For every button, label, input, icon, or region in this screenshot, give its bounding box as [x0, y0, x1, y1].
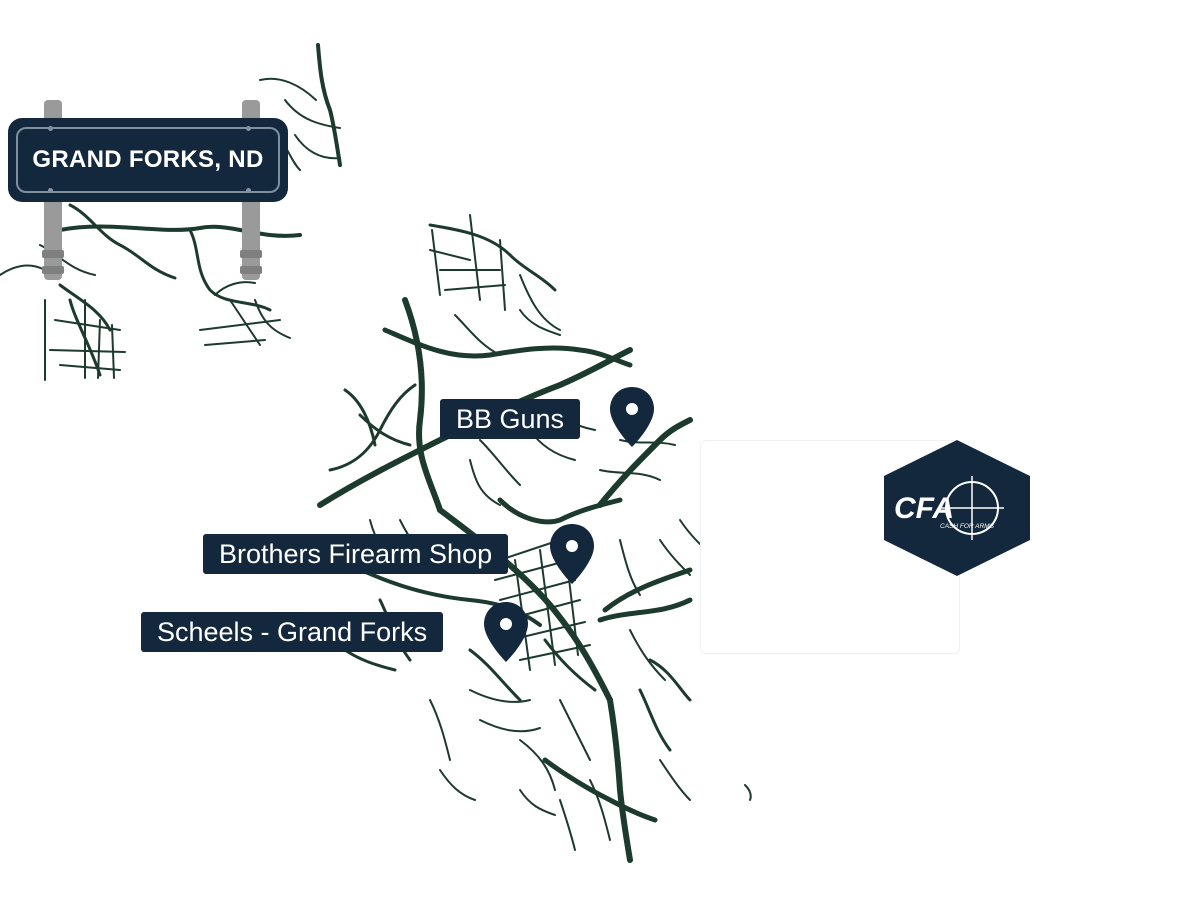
map-pin-icon[interactable]	[548, 522, 596, 586]
sign-board: GRAND FORKS, ND	[8, 118, 288, 202]
sign-rivet	[48, 188, 53, 193]
map-pin-icon[interactable]	[608, 385, 656, 449]
store-label-brothers-firearm-shop[interactable]: Brothers Firearm Shop	[203, 534, 509, 574]
logo-text: CFA	[894, 492, 954, 525]
city-name: GRAND FORKS, ND	[16, 127, 280, 193]
store-label-bb-guns[interactable]: BB Guns	[440, 399, 581, 439]
sign-rivet	[246, 188, 251, 193]
logo-tagline: CASH FOR ARMS	[940, 523, 995, 530]
store-label-scheels-grand-forks[interactable]: Scheels - Grand Forks	[141, 612, 444, 652]
map-pin-icon[interactable]	[482, 600, 530, 664]
crosshair-icon	[940, 476, 1004, 540]
city-sign: GRAND FORKS, ND	[8, 100, 290, 285]
cfa-logo[interactable]: CFA CASH FOR ARMS	[882, 438, 1032, 578]
